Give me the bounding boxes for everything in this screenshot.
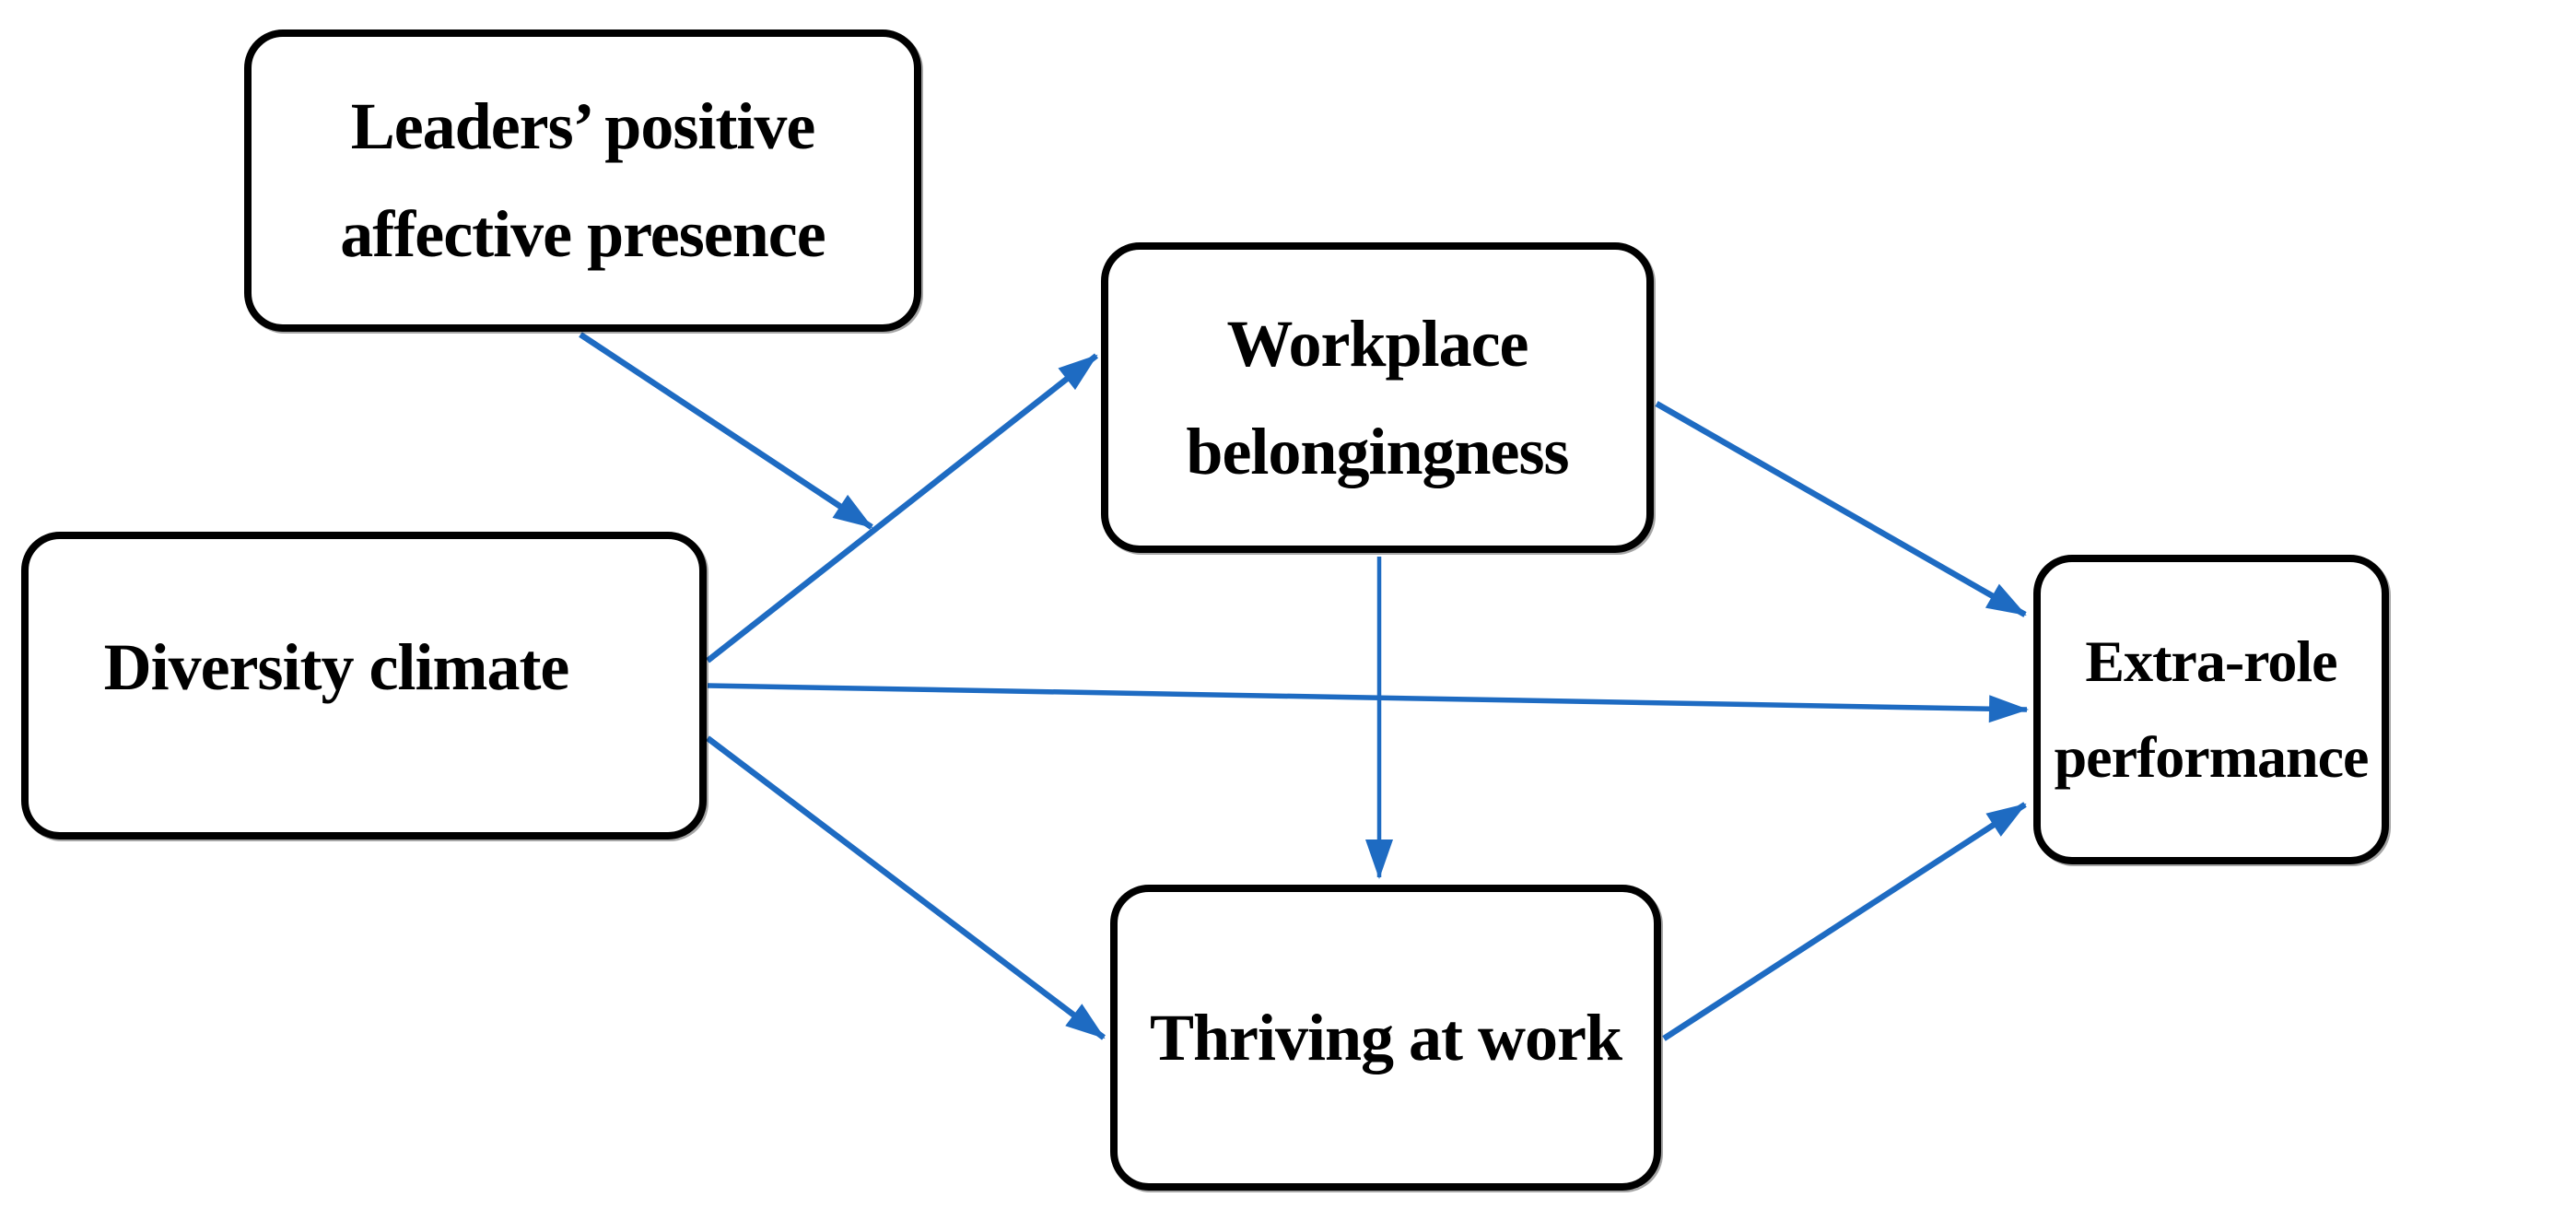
edge-thriving-to-extrarole	[1662, 802, 2027, 1041]
edge-workplace-to-extrarole	[1655, 401, 2027, 617]
node-leaders-positive-affective-presence: Leaders’ positive affective presence	[244, 29, 921, 332]
node-label-line: Leaders’ positive	[350, 89, 816, 164]
node-diversity-climate: Diversity climate	[21, 532, 707, 839]
node-label-line: Extra-role	[2085, 628, 2337, 695]
node-label-line: Workplace	[1226, 306, 1529, 381]
node-label-line: affective presence	[340, 197, 825, 271]
node-label-line: Diversity climate	[103, 629, 570, 704]
edge-diversity-to-extrarole	[707, 683, 2029, 723]
node-label-line: Thriving at work	[1149, 1000, 1622, 1074]
edge-diversity-to-workplace	[705, 353, 1099, 663]
node-extra-role-performance: Extra-role performance	[2033, 555, 2389, 864]
node-label-line: performance	[2054, 724, 2370, 790]
node-workplace-belongingness: Workplace belongingness	[1101, 242, 1654, 553]
node-label-line: belongingness	[1186, 414, 1569, 488]
edge-diversity-to-thriving	[706, 735, 1106, 1040]
edge-leaders-moderation-on-diversity-workplace-path	[579, 332, 873, 530]
node-thriving-at-work: Thriving at work	[1110, 885, 1661, 1191]
